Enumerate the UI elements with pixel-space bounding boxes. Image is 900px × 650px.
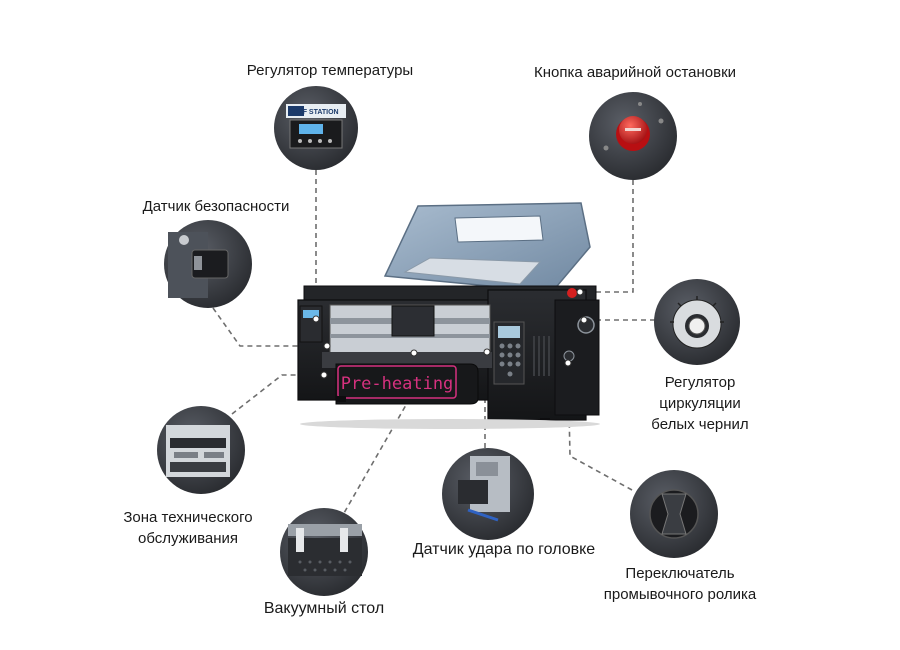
control-panel-screen [498,326,520,338]
leader-line-vacuum [339,397,411,521]
label-line: промывочного ролика [603,586,757,603]
label-line: Регулятор температуры [246,62,414,79]
label-line: Зона технического [123,509,253,526]
callout-head-strike-sensor [442,448,534,540]
preheating-banner-frame [337,365,457,399]
label-line: Вакуумный стол [263,600,385,617]
label-line: Переключатель [625,565,735,582]
brand-badge-text: DTF STATION [293,109,338,116]
preheating-banner-text: Pre-heating [341,374,454,394]
label-line: Регулятор [664,374,736,391]
printer-foot-left [336,396,346,402]
label-temperature-regulator: Регулятор температуры [230,60,430,81]
label-line: обслуживания [137,530,239,547]
printer-shadow [300,419,600,429]
printer-emergency-stop [567,288,577,298]
lid-inner-glass [403,257,542,285]
control-panel-buttons [499,343,521,377]
callout-vacuum-table [280,508,368,596]
dtf-printer [297,202,600,429]
callout-temperature-regulator [274,86,358,170]
left-display [303,310,319,318]
label-wash-roller-switch: Переключатель промывочного ролика [590,563,770,605]
label-safety-sensor: Датчик безопасности [128,196,304,217]
callout-emergency-stop [589,92,677,180]
label-emergency-stop: Кнопка аварийной остановки [515,62,755,83]
callout-safety-sensor [164,220,252,308]
label-line: Кнопка аварийной остановки [533,64,737,81]
callout-wash-roller-switch [630,470,718,558]
callout-white-ink-circulation [654,279,740,365]
leader-line-emergency-stop [580,180,634,293]
printer-right-panel [554,299,600,416]
lid-window [454,215,544,243]
label-head-strike-sensor: Датчик удара по головке [398,539,610,560]
marker-dots [312,288,588,379]
label-line: Датчик безопасности [142,198,290,215]
label-line: белых чернил [651,416,749,433]
label-vacuum-table: Вакуумный стол [250,598,398,619]
label-line: циркуляции [659,395,741,412]
label-line: Датчик удара по головке [412,541,596,558]
label-white-ink-circulation: Регулятор циркуляции белых чернил [640,372,760,435]
leader-line-safety [212,307,322,347]
callout-maintenance-zone [157,406,245,494]
cabinet-vents [533,336,550,376]
printer-wash-switch [563,350,575,362]
print-carriage [391,305,435,337]
preheating-dryer [335,363,479,405]
label-maintenance-zone: Зона технического обслуживания [108,507,268,549]
